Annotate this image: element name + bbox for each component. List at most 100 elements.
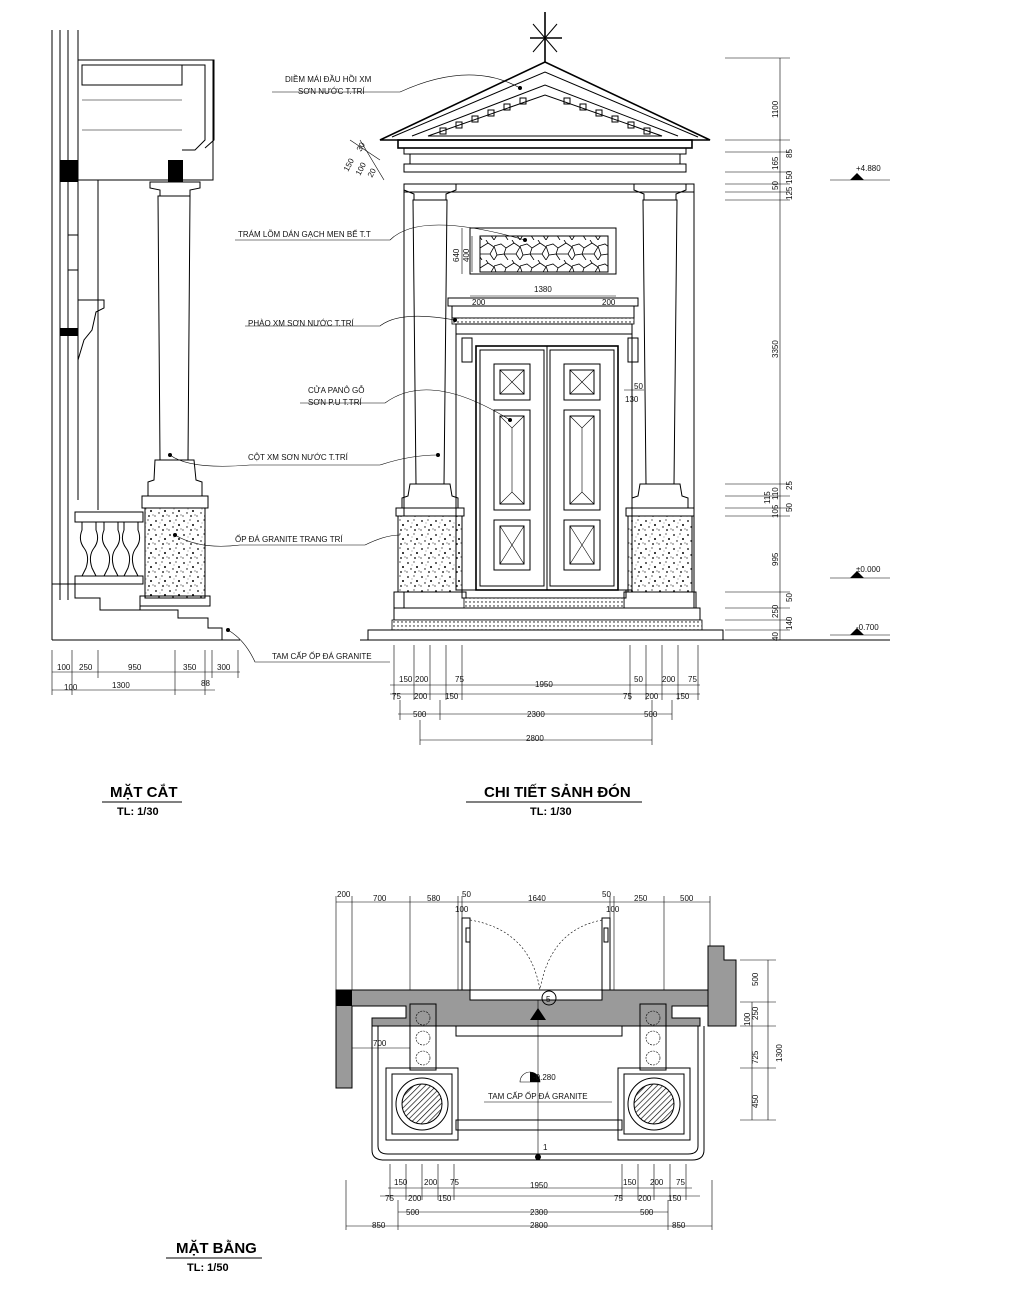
svg-text:500: 500 <box>413 710 427 719</box>
roof-annotation-1: DIỀM MÁI ĐẦU HỒI XM <box>285 74 372 84</box>
svg-text:200: 200 <box>638 1194 652 1203</box>
svg-text:300: 300 <box>217 663 231 672</box>
svg-text:850: 850 <box>672 1221 686 1230</box>
svg-text:640: 640 <box>452 248 461 262</box>
svg-text:400: 400 <box>462 248 471 262</box>
svg-text:2800: 2800 <box>530 1221 548 1230</box>
svg-text:2300: 2300 <box>530 1208 548 1217</box>
svg-text:125: 125 <box>785 186 794 200</box>
elevation-title-block: CHI TIẾT SẢNH ĐÓN TL: 1/30 <box>466 783 642 818</box>
svg-text:200: 200 <box>472 298 486 307</box>
plan-scale: TL: 1/50 <box>187 1262 229 1274</box>
svg-text:995: 995 <box>771 552 780 566</box>
column-annotation: CỘT XM SƠN NƯỚC T.TRÍ <box>248 453 349 462</box>
svg-text:130: 130 <box>625 395 639 404</box>
svg-text:88: 88 <box>201 679 210 688</box>
elevation-view <box>360 12 890 641</box>
svg-text:1640: 1640 <box>528 894 546 903</box>
svg-text:2800: 2800 <box>526 734 544 743</box>
svg-text:725: 725 <box>751 1050 760 1064</box>
svg-text:100: 100 <box>64 683 78 692</box>
svg-text:200: 200 <box>662 675 676 684</box>
svg-text:250: 250 <box>634 894 648 903</box>
entrance-door <box>455 333 639 591</box>
dentils <box>439 97 651 135</box>
grid-bubble: 5 <box>546 995 551 1004</box>
door-annotation-2: SƠN P.U T.TRÍ <box>308 398 362 407</box>
svg-text:580: 580 <box>427 894 441 903</box>
svg-text:1300: 1300 <box>775 1044 784 1062</box>
svg-text:200: 200 <box>602 298 616 307</box>
vertical-dimensions: 1100 85 165 150 50 125 3350 25 110 115 1… <box>725 57 794 641</box>
level-bottom: -0.700 <box>856 623 879 632</box>
svg-text:150: 150 <box>623 1178 637 1187</box>
svg-text:200: 200 <box>650 1178 664 1187</box>
left-column <box>393 183 467 609</box>
svg-text:1950: 1950 <box>530 1181 548 1190</box>
svg-text:85: 85 <box>785 149 794 158</box>
svg-text:165: 165 <box>771 156 780 170</box>
svg-text:500: 500 <box>640 1208 654 1217</box>
svg-text:50: 50 <box>785 503 794 512</box>
elevation-bottom-dimensions: 150 200 75 1950 50 200 75 75 200 150 75 … <box>390 645 700 745</box>
svg-text:50: 50 <box>771 181 780 190</box>
svg-text:500: 500 <box>680 894 694 903</box>
svg-text:200: 200 <box>408 1194 422 1203</box>
level-top: +4.880 <box>856 164 881 173</box>
svg-text:150: 150 <box>445 692 459 701</box>
elevation-annotations: DIỀM MÁI ĐẦU HỒI XM SƠN NƯỚC T.TRÍ TRÁM … <box>235 74 372 661</box>
svg-text:30: 30 <box>355 140 367 153</box>
section-title-block: MẶT CẮT TL: 1/30 <box>102 783 182 818</box>
svg-text:100: 100 <box>57 663 71 672</box>
svg-text:25: 25 <box>785 481 794 490</box>
level-zero: ±0.000 <box>856 565 881 574</box>
plan-step-annotation: TAM CẤP ỐP ĐÁ GRANITE <box>488 1091 588 1101</box>
svg-text:105: 105 <box>771 504 780 518</box>
svg-text:140: 140 <box>785 616 794 630</box>
column-base-left <box>385 1067 459 1141</box>
roof-annotation-2: SƠN NƯỚC T.TRÍ <box>298 87 365 96</box>
svg-text:50: 50 <box>602 890 611 899</box>
svg-text:75: 75 <box>450 1178 459 1187</box>
panel-annotation: TRÁM LÕM DÁN GẠCH MEN BỂ T.T <box>238 230 371 239</box>
plan-level: -0.280 <box>533 1073 556 1082</box>
granite-annotation: ỐP ĐÁ GRANITE TRANG TRÍ <box>235 534 343 544</box>
plan-title-block: MẶT BẰNG TL: 1/50 <box>166 1239 262 1274</box>
svg-text:250: 250 <box>751 1006 760 1020</box>
finial-ornament <box>530 12 562 62</box>
svg-text:500: 500 <box>751 972 760 986</box>
svg-text:40: 40 <box>771 632 780 641</box>
svg-text:200: 200 <box>415 675 429 684</box>
svg-text:150: 150 <box>438 1194 452 1203</box>
svg-text:700: 700 <box>373 894 387 903</box>
svg-text:1300: 1300 <box>112 681 130 690</box>
elevation-title: CHI TIẾT SẢNH ĐÓN <box>484 783 631 801</box>
svg-text:500: 500 <box>406 1208 420 1217</box>
axis-label: 1 <box>543 1143 548 1152</box>
svg-text:75: 75 <box>455 675 464 684</box>
svg-text:150: 150 <box>785 170 794 184</box>
svg-text:350: 350 <box>183 663 197 672</box>
svg-text:1950: 1950 <box>535 680 553 689</box>
svg-text:200: 200 <box>645 692 659 701</box>
svg-text:75: 75 <box>688 675 697 684</box>
level-markers: +4.880 ±0.000 -0.700 <box>830 164 890 636</box>
molding-annotation: PHÀO XM SƠN NƯỚC T.TRÍ <box>248 319 355 328</box>
svg-text:150: 150 <box>668 1194 682 1203</box>
ridge-dimensions: 150 100 30 20 <box>342 139 385 181</box>
door-annotation-1: CỬA PANÔ GỖ <box>308 386 364 395</box>
svg-text:150: 150 <box>394 1178 408 1187</box>
column-base-right <box>617 1067 691 1141</box>
svg-text:100: 100 <box>743 1012 752 1026</box>
section-bottom-dimensions: 100 250 950 350 300 100 1300 88 <box>51 650 240 695</box>
plan-view: 200 700 580 50 1640 50 250 500 100 100 <box>335 890 784 1230</box>
svg-text:75: 75 <box>623 692 632 701</box>
section-view <box>51 30 240 641</box>
section-scale: TL: 1/30 <box>117 806 159 818</box>
panel-dimensions: 640 400 1380 200 200 50 130 <box>452 228 644 404</box>
svg-text:50: 50 <box>634 382 643 391</box>
svg-text:150: 150 <box>676 692 690 701</box>
svg-text:200: 200 <box>337 890 351 899</box>
elevation-scale: TL: 1/30 <box>530 806 572 818</box>
